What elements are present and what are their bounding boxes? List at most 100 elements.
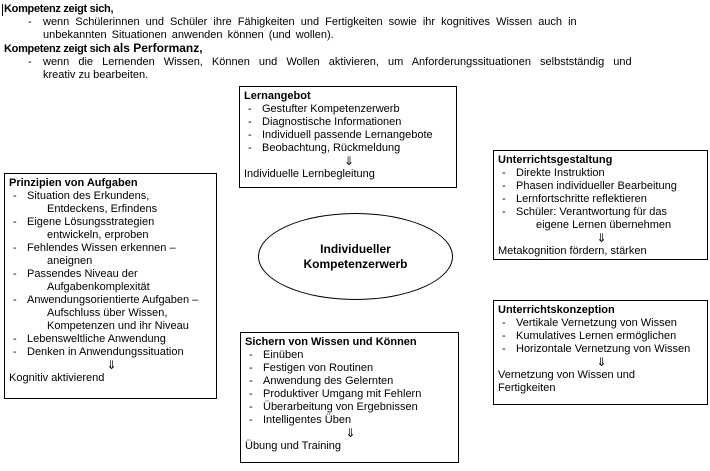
intro-heading-2: Kompetenz zeigt sich als Performanz,: [4, 42, 708, 56]
intro-bullet-1: - wenn Schülerinnen und Schüler ihre Fäh…: [4, 16, 708, 29]
intro-bullet-2-line-1: wenn die Lernenden Wissen, Können und Wo…: [43, 56, 632, 68]
list-item-text: Denken in Anwendungssituation: [27, 346, 184, 358]
list-item: -Produktiver Umgang mit Fehlern: [245, 388, 456, 401]
list-item-text: Phasen individueller Bearbeitung: [516, 180, 677, 192]
list-item-text: Horizontale Vernetzung von Wissen: [516, 343, 691, 355]
bullet-dash: -: [249, 362, 253, 374]
list-item-text: Kumulatives Lernen ermöglichen: [516, 330, 677, 342]
list-item: -Kumulatives Lernen ermöglichen: [498, 330, 705, 343]
bullet-dash: -: [249, 388, 253, 400]
bullet-dash: -: [502, 167, 506, 179]
bullet-dash: -: [248, 129, 252, 141]
bullet-dash: -: [249, 414, 253, 426]
list-item: -Lernfortschritte reflektieren: [498, 193, 705, 206]
list-item: -Denken in Anwendungssituation: [9, 346, 214, 359]
list-item: -Anwendung des Gelernten: [245, 375, 456, 388]
list-item-continuation: Kompetenzen und ihr Niveau: [47, 320, 189, 332]
bullet-dash: -: [28, 16, 32, 28]
list-item-continuation: Entdeckens, Erfindens: [47, 203, 158, 215]
lernangebot-conclusion: Individuelle Lernbegleitung: [244, 168, 375, 180]
bullet-dash: -: [13, 294, 17, 306]
lernangebot-title: Lernangebot: [244, 90, 311, 102]
list-item-text: Vertikale Vernetzung von Wissen: [516, 317, 677, 329]
bullet-dash: -: [249, 401, 253, 413]
list-item: -Direkte Instruktion: [498, 167, 705, 180]
list-item-text: Gestufter Kompetenzerwerb: [262, 103, 400, 115]
bullet-dash: -: [13, 333, 17, 345]
bullet-dash: -: [13, 242, 17, 254]
intro-heading-2-prefix: Kompetenz zeigt sich: [4, 43, 114, 55]
gestaltung-title: Unterrichtsgestaltung: [498, 154, 613, 166]
list-item: -Diagnostische Informationen: [244, 116, 454, 129]
bullet-dash: -: [502, 180, 506, 192]
list-item: -Einüben: [245, 349, 456, 362]
list-item: -Fehlendes Wissen erkennen –: [9, 242, 214, 255]
double-down-arrow-icon: ⇓: [343, 154, 355, 168]
list-item-text: Lebensweltliche Anwendung: [27, 333, 166, 345]
list-item: -Individuell passende Lernangebote: [244, 129, 454, 142]
double-down-arrow-icon: ⇓: [596, 231, 607, 245]
double-down-arrow-icon: ⇓: [596, 355, 607, 369]
box-prinzipien-von-aufgaben: Prinzipien von Aufgaben-Situation des Er…: [4, 173, 217, 399]
list-item-text: Produktiver Umgang mit Fehlern: [263, 388, 422, 400]
central-node-line-2: Kompetenzerwerb: [303, 256, 408, 271]
intro-bullet-2: - wenn die Lernenden Wissen, Können und …: [4, 56, 708, 69]
bullet-dash: -: [502, 343, 506, 355]
intro-heading-2-emphasis: als Performanz,: [113, 41, 203, 55]
box-unterrichtskonzeption: Unterrichtskonzeption-Vertikale Vernetzu…: [493, 300, 708, 405]
bullet-dash: -: [13, 216, 17, 228]
bullet-dash: -: [249, 375, 253, 387]
list-item: -Vertikale Vernetzung von Wissen: [498, 317, 705, 330]
list-item-text: Fehlendes Wissen erkennen –: [27, 242, 176, 254]
double-down-arrow-icon: ⇓: [345, 426, 356, 440]
list-item: -Anwendungsorientierte Aufgaben –: [9, 294, 214, 307]
list-item-text: Anwendungsorientierte Aufgaben –: [27, 294, 199, 306]
text-cursor: [2, 4, 3, 16]
double-down-arrow-icon: ⇓: [106, 358, 117, 372]
prinzipien-conclusion: Kognitiv aktivierend: [9, 372, 105, 384]
list-item-continuation: Aufschluss über Wissen,: [47, 307, 168, 319]
konzeption-title: Unterrichtskonzeption: [498, 304, 615, 316]
intro-heading-1: Kompetenz zeigt sich,: [4, 3, 114, 15]
bullet-dash: -: [13, 268, 17, 280]
list-item-text: Überarbeitung von Ergebnissen: [263, 401, 418, 413]
gestaltung-conclusion: Metakognition fördern, stärken: [498, 245, 647, 257]
list-item: -Lebensweltliche Anwendung: [9, 333, 214, 346]
box-sichern-von-wissen-und-koennen: Sichern von Wissen und Können-Einüben-Fe…: [240, 332, 459, 463]
box-unterrichtsgestaltung: Unterrichtsgestaltung-Direkte Instruktio…: [493, 150, 708, 260]
list-item: -Phasen individueller Bearbeitung: [498, 180, 705, 193]
list-item: -Eigene Lösungsstrategien: [9, 216, 214, 229]
intro-text-block: Kompetenz zeigt sich, - wenn Schülerinne…: [4, 3, 708, 82]
list-item: -Überarbeitung von Ergebnissen: [245, 401, 456, 414]
bullet-dash: -: [13, 346, 17, 358]
sichern-conclusion: Übung und Training: [245, 440, 342, 452]
list-item-text: Diagnostische Informationen: [262, 116, 402, 128]
list-item-text: Festigen von Routinen: [263, 362, 374, 374]
list-item-continuation: Aufgabenkomplexität: [47, 281, 150, 293]
list-item: -Festigen von Routinen: [245, 362, 456, 375]
bullet-dash: -: [502, 206, 506, 218]
bullet-dash: -: [502, 317, 506, 329]
list-item-text: Einüben: [263, 349, 304, 361]
list-item: -Situation des Erkundens,: [9, 190, 214, 203]
list-item: -Gestufter Kompetenzerwerb: [244, 103, 454, 116]
bullet-dash: -: [28, 56, 32, 68]
bullet-dash: -: [13, 190, 17, 202]
box-lernangebot: Lernangebot-Gestufter Kompetenzerwerb-Di…: [239, 86, 457, 188]
list-item-text: Direkte Instruktion: [516, 167, 605, 179]
list-item-text: Lernfortschritte reflektieren: [516, 193, 647, 205]
bullet-dash: -: [248, 116, 252, 128]
list-item-continuation: entwickeln, erproben: [47, 229, 149, 241]
prinzipien-title: Prinzipien von Aufgaben: [9, 177, 138, 189]
list-item-text: Schüler: Verantwortung für das: [516, 206, 668, 218]
list-item-text: Passendes Niveau der: [27, 268, 138, 280]
list-item: -Intelligentes Üben: [245, 414, 456, 427]
list-item-text: Individuell passende Lernangebote: [262, 129, 433, 141]
konzeption-conclusion: Fertigkeiten: [498, 382, 556, 394]
list-item: -Schüler: Verantwortung für das: [498, 206, 705, 219]
list-item-text: Intelligentes Üben: [263, 414, 352, 426]
central-node-line-1: Individueller: [320, 241, 391, 256]
konzeption-conclusion: Vernetzung von Wissen und: [498, 369, 635, 381]
list-item: -Beobachtung, Rückmeldung: [244, 142, 454, 155]
